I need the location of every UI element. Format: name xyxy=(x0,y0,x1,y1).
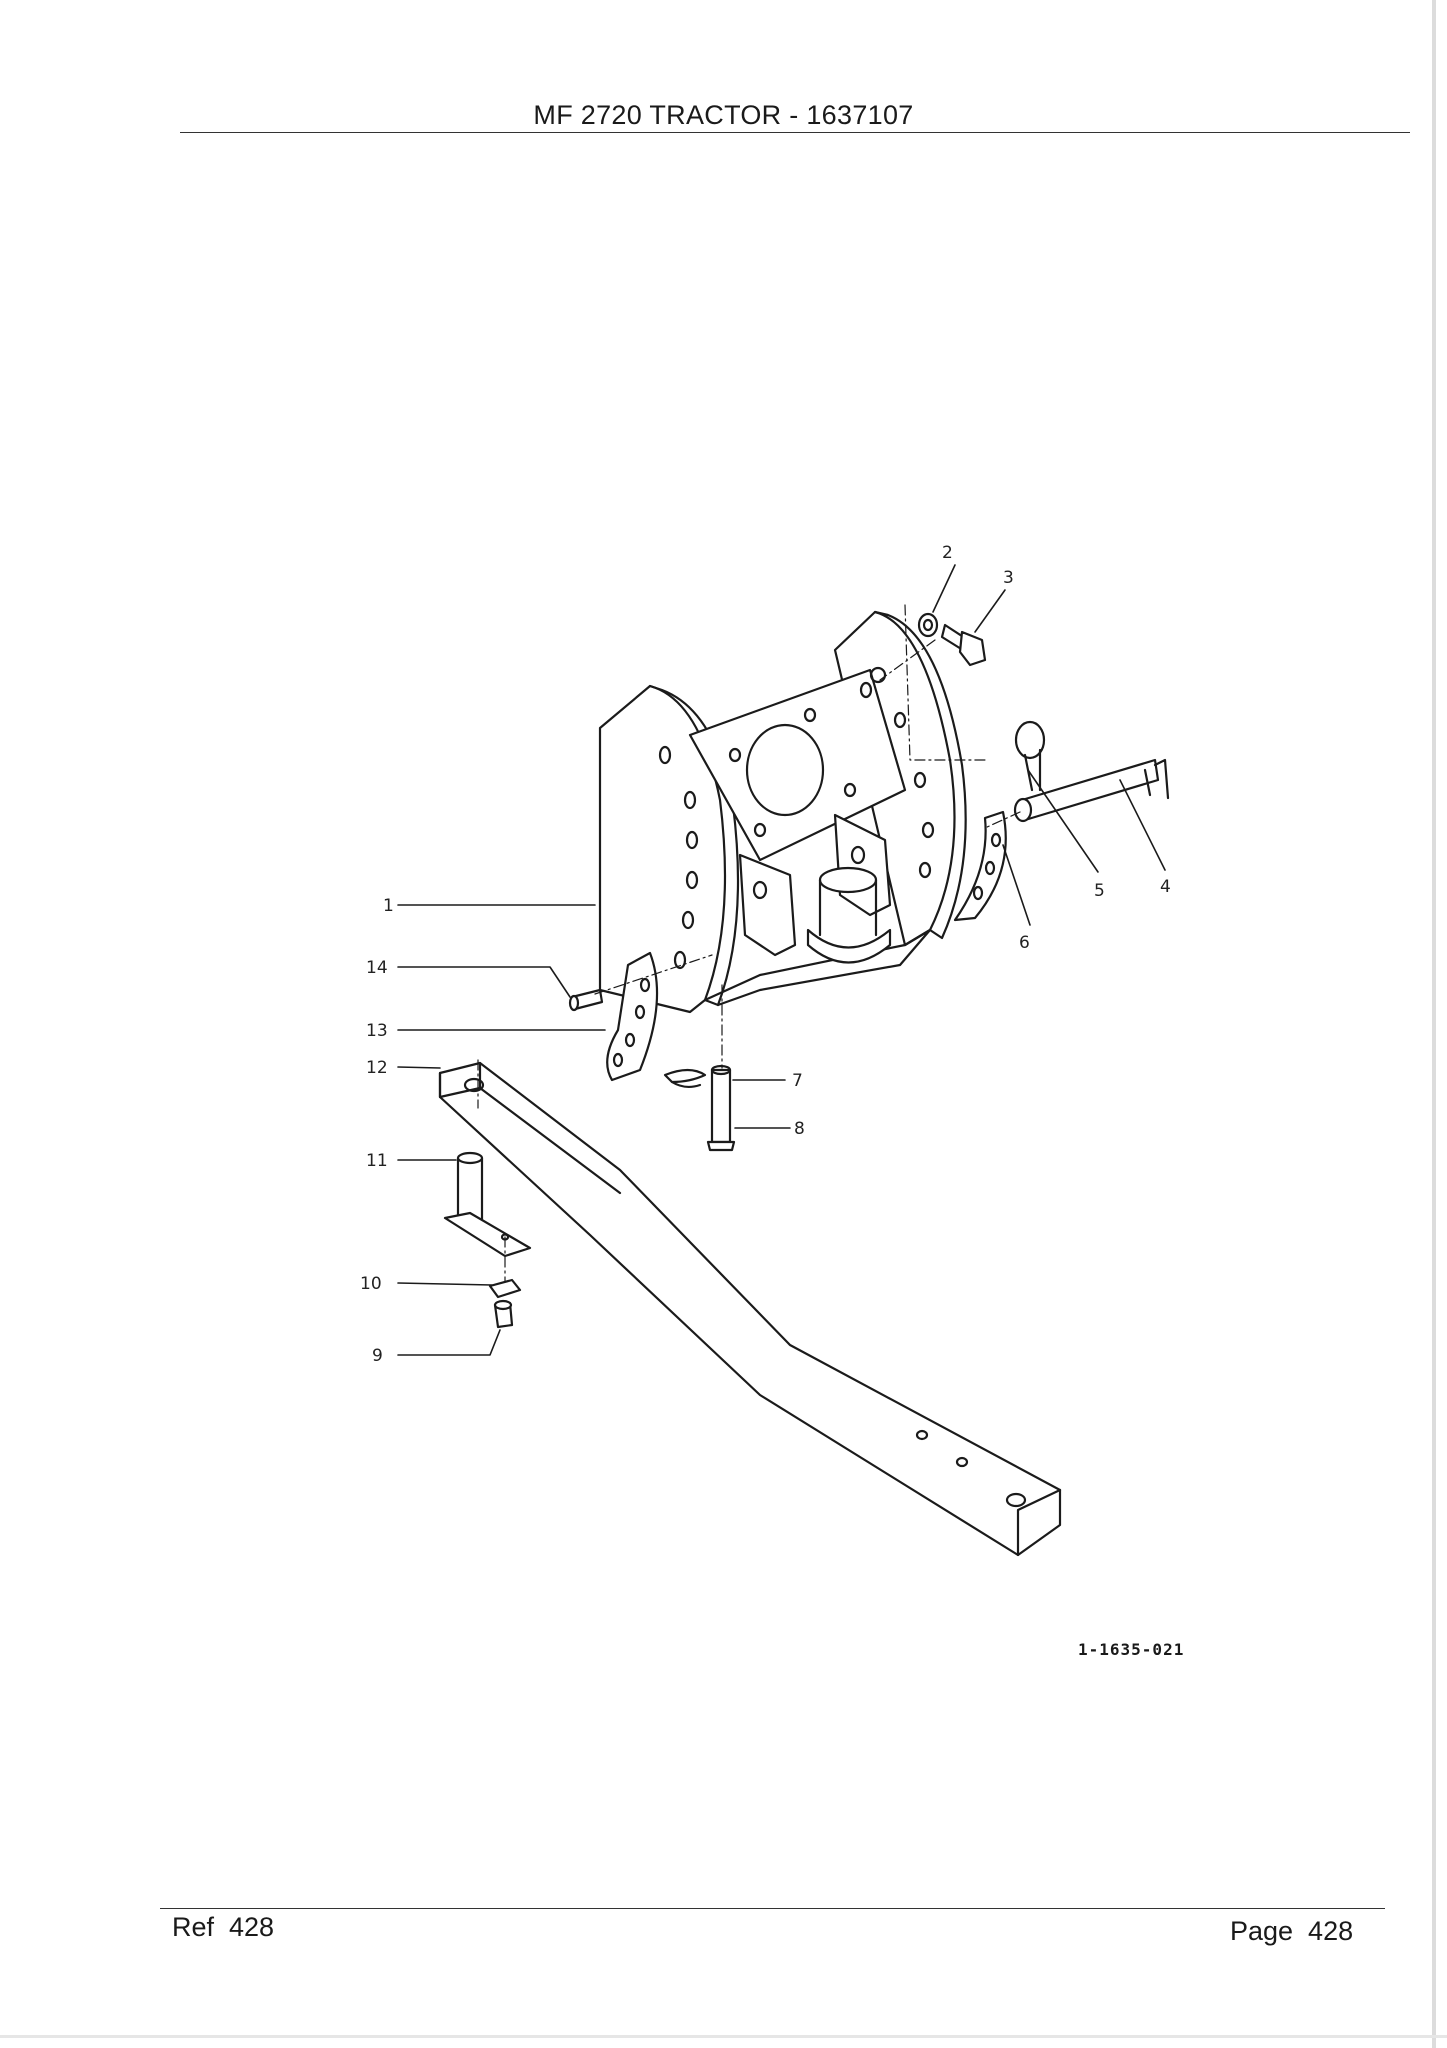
scan-edge-shadow xyxy=(1432,0,1436,2048)
footer-ref-label: Ref 428 xyxy=(172,1912,275,1942)
callout-label: 4 xyxy=(1160,877,1171,897)
callout-label: 6 xyxy=(1019,933,1030,953)
hitch-frame-part-1 xyxy=(598,610,967,1014)
callout-label: 13 xyxy=(366,1021,388,1041)
callout-label: 11 xyxy=(366,1151,388,1171)
scan-edge-shadow-bottom xyxy=(0,2035,1447,2038)
callout-label: 8 xyxy=(794,1119,805,1139)
clip-part-7 xyxy=(663,1068,707,1089)
quadrant-plate-part-13 xyxy=(606,951,659,1082)
callout-label: 12 xyxy=(366,1058,388,1078)
bolt-part-14 xyxy=(568,988,604,1012)
bolt-part-3 xyxy=(940,623,987,667)
callout-label: 5 xyxy=(1094,881,1105,901)
pin-part-8 xyxy=(706,1064,736,1152)
washer-part-2 xyxy=(917,612,939,638)
header-divider xyxy=(180,132,1410,133)
footer-page-label: Page 428 xyxy=(1230,1916,1354,1946)
linch-pin-part-5 xyxy=(1014,720,1046,792)
callout-label: 2 xyxy=(942,543,953,563)
assembly-centre-lines xyxy=(477,604,1021,1283)
pin-part-4 xyxy=(1013,758,1170,823)
footer-divider xyxy=(160,1908,1385,1909)
pin-plate-part-11 xyxy=(443,1151,532,1258)
quadrant-plate-part-6 xyxy=(953,810,1007,922)
callout-label: 9 xyxy=(372,1346,383,1366)
callout-label: 14 xyxy=(366,958,388,978)
callout-label: 10 xyxy=(360,1274,382,1294)
callout-leader-lines xyxy=(397,564,1166,1356)
callout-label: 7 xyxy=(792,1071,803,1091)
drawbar-part-12 xyxy=(438,1061,1062,1557)
callout-label: 1 xyxy=(383,896,394,916)
screw-part-9 xyxy=(493,1299,514,1329)
callout-label: 3 xyxy=(1003,568,1014,588)
drawing-reference-code: 1-1635-021 xyxy=(1078,1640,1185,1659)
page-title: MF 2720 TRACTOR - 1637107 xyxy=(533,100,914,130)
